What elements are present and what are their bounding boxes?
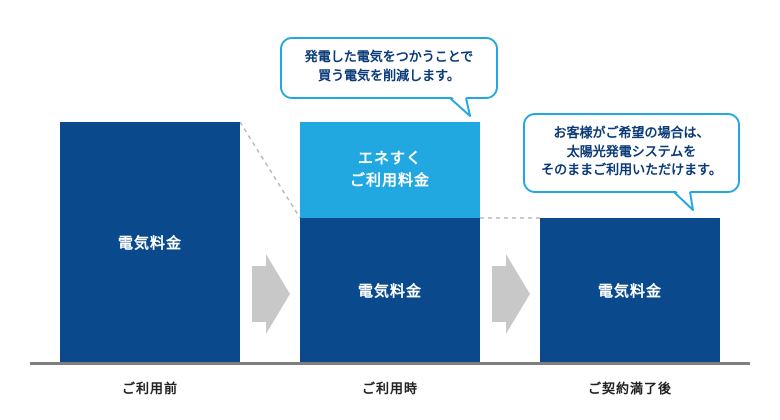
category-label-before: ご利用前: [121, 382, 178, 397]
bar-enesuku-fee: エネすく ご利用料金: [300, 122, 480, 218]
baseline: [30, 362, 750, 365]
bubble-line: お客様がご希望の場合は、: [553, 125, 710, 141]
right-arrow-icon: [252, 254, 290, 334]
bubble-line: 太陽光発電システムを: [566, 144, 697, 160]
speech-bubble-during: 発電した電気をつかうことで 買う電気を削減します。: [280, 37, 498, 99]
bubble-line: 買う電気を削減します。: [318, 69, 460, 84]
bar-label-line1: エネすく: [357, 149, 422, 168]
bar-label-line2: ご利用料金: [349, 171, 430, 189]
bar-electricity-fee-after: 電気料金: [540, 218, 720, 363]
dashed-connector-1: [239, 121, 301, 219]
bubble-line: そのままご利用いただけます。: [541, 163, 722, 179]
bubble-line: 発電した電気をつかうことで: [304, 50, 474, 66]
right-arrow-icon: [492, 254, 530, 334]
bar-label: 電気料金: [357, 282, 422, 300]
bar-electricity-fee-during: 電気料金: [300, 218, 480, 363]
speech-bubble-after: お客様がご希望の場合は、 太陽光発電システムを そのままご利用いただけます。: [523, 113, 740, 193]
bar-label: 電気料金: [597, 282, 662, 300]
bar-electricity-fee-before: 電気料金: [60, 122, 240, 363]
category-label-during: ご利用時: [361, 382, 418, 397]
category-label-after: ご契約満了後: [587, 382, 672, 397]
bar-label: 電気料金: [117, 234, 182, 252]
